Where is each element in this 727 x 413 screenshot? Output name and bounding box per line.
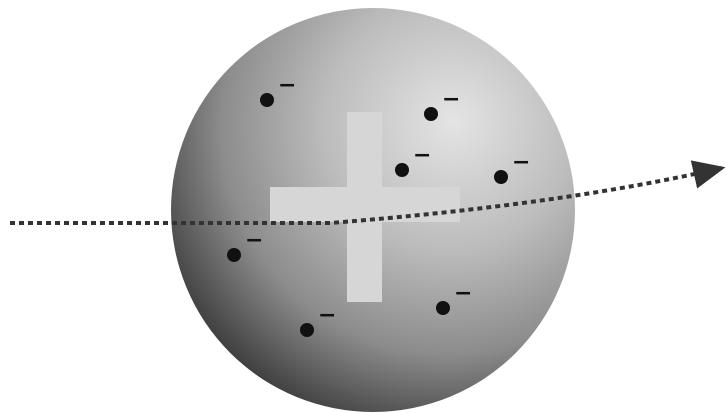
- electron-negative-sign: −: [318, 303, 336, 328]
- electron-dot: [395, 163, 409, 177]
- electron-dot: [227, 248, 241, 262]
- electron-negative-sign: −: [245, 228, 263, 253]
- electron-dot: [424, 107, 438, 121]
- electron-dot: [494, 170, 508, 184]
- electron-negative-sign: −: [278, 73, 296, 98]
- electron-dot: [300, 323, 314, 337]
- electron-dot: [436, 301, 450, 315]
- plus-horizontal-bar: [270, 187, 460, 222]
- electron-negative-sign: −: [512, 150, 530, 175]
- electron-dot: [260, 93, 274, 107]
- electron-negative-sign: −: [413, 143, 431, 168]
- electron-negative-sign: −: [454, 281, 472, 306]
- electron-negative-sign: −: [442, 87, 460, 112]
